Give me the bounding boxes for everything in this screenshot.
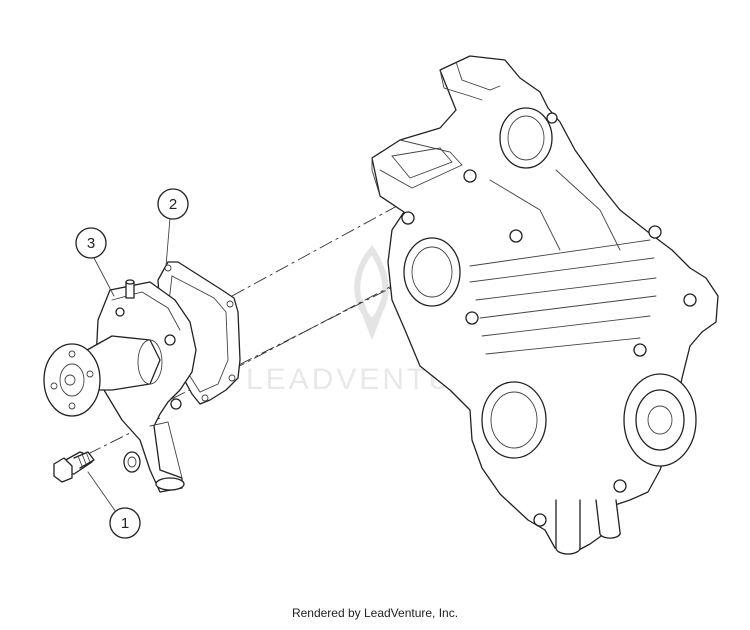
gear-case-cover: [371, 55, 719, 555]
callout-2: 2: [157, 188, 189, 220]
callout-3-label: 3: [87, 235, 95, 252]
water-pump: [43, 279, 197, 493]
callout-1-label: 1: [121, 515, 129, 532]
bolt: [53, 451, 95, 483]
callout-1: 1: [109, 507, 141, 539]
callout-3: 3: [75, 227, 107, 259]
callout-2-label: 2: [169, 196, 177, 213]
footer-credit: Rendered by LeadVenture, Inc.: [291, 606, 459, 620]
leader-lines: [87, 217, 171, 513]
watermark-flame-icon: [354, 244, 389, 341]
